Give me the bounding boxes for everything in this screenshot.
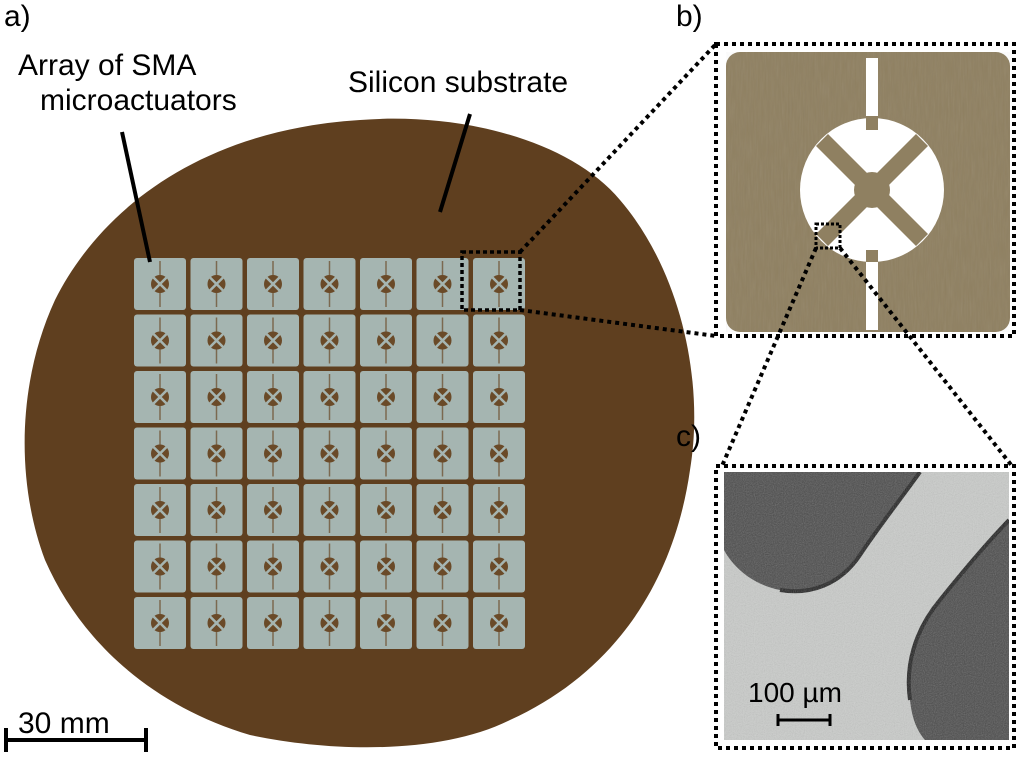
actuator-cell xyxy=(416,597,469,649)
actuator-cell xyxy=(416,258,469,310)
actuator-cell xyxy=(473,371,525,423)
highlight-box-b xyxy=(814,222,842,250)
actuator-cell xyxy=(360,427,412,480)
actuator-cell xyxy=(360,371,412,423)
actuator-cell xyxy=(416,427,469,480)
actuator-array xyxy=(134,258,525,649)
panel-a-label: a) xyxy=(4,0,31,33)
actuator-cell xyxy=(190,540,243,593)
actuator-cell xyxy=(247,371,299,423)
actuator-cell xyxy=(473,484,525,536)
actuator-cell xyxy=(473,540,525,593)
substrate-label: Silicon substrate xyxy=(348,66,568,99)
actuator-cell xyxy=(473,314,525,367)
actuator-cell xyxy=(247,597,299,649)
actuator-cell xyxy=(247,540,299,593)
actuator-cell xyxy=(134,540,186,593)
wafer-scale-bar: 30 mm xyxy=(4,707,148,752)
zoom-line-bc-right xyxy=(838,246,1014,468)
sem-scale-bar: 100 µm xyxy=(748,677,842,726)
actuator-cell xyxy=(247,484,299,536)
actuator-cell xyxy=(134,258,186,310)
actuator-cell xyxy=(134,371,186,423)
actuator-cell xyxy=(360,484,412,536)
actuator-cell xyxy=(303,484,356,536)
actuator-cell xyxy=(473,597,525,649)
actuator-cell xyxy=(247,258,299,310)
actuator-cell xyxy=(134,484,186,536)
actuator-cell xyxy=(190,314,243,367)
actuator-cell xyxy=(190,597,243,649)
actuator-cell xyxy=(247,314,299,367)
zoom-line-ab-bottom xyxy=(519,308,717,338)
actuator-cell xyxy=(416,484,469,536)
silicon-wafer xyxy=(24,118,695,748)
actuator-cell xyxy=(360,597,412,649)
actuator-cell xyxy=(190,427,243,480)
wafer-scale-label: 30 mm xyxy=(18,707,110,740)
actuator-cell xyxy=(473,258,525,310)
actuator-cell xyxy=(303,314,356,367)
actuator-cell xyxy=(190,258,243,310)
actuator-cell xyxy=(190,484,243,536)
actuator-cell xyxy=(360,314,412,367)
array-leader-line xyxy=(120,131,152,263)
panel-b-label: b) xyxy=(676,0,703,33)
actuator-cell xyxy=(303,258,356,310)
actuator-cell xyxy=(303,540,356,593)
actuator-cell xyxy=(134,314,186,367)
actuator-cell xyxy=(190,371,243,423)
actuator-cell xyxy=(303,371,356,423)
panel-c-label: c) xyxy=(676,420,701,453)
actuator-cell xyxy=(134,427,186,480)
sem-scale-label: 100 µm xyxy=(748,677,842,708)
actuator-cell xyxy=(360,258,412,310)
actuator-cell xyxy=(134,597,186,649)
actuator-photo xyxy=(726,52,1010,332)
array-label-line2: microactuators xyxy=(40,84,237,117)
actuator-cell xyxy=(303,427,356,480)
substrate-leader-line xyxy=(438,113,472,213)
actuator-cell xyxy=(416,540,469,593)
actuator-cell xyxy=(473,427,525,480)
array-label-line1: Array of SMA xyxy=(18,49,196,82)
actuator-cell xyxy=(247,427,299,480)
highlight-box-a xyxy=(460,250,522,312)
actuator-cell xyxy=(360,540,412,593)
sem-image xyxy=(724,472,1009,740)
actuator-cell xyxy=(303,597,356,649)
actuator-cell xyxy=(416,371,469,423)
actuator-cell xyxy=(416,314,469,367)
